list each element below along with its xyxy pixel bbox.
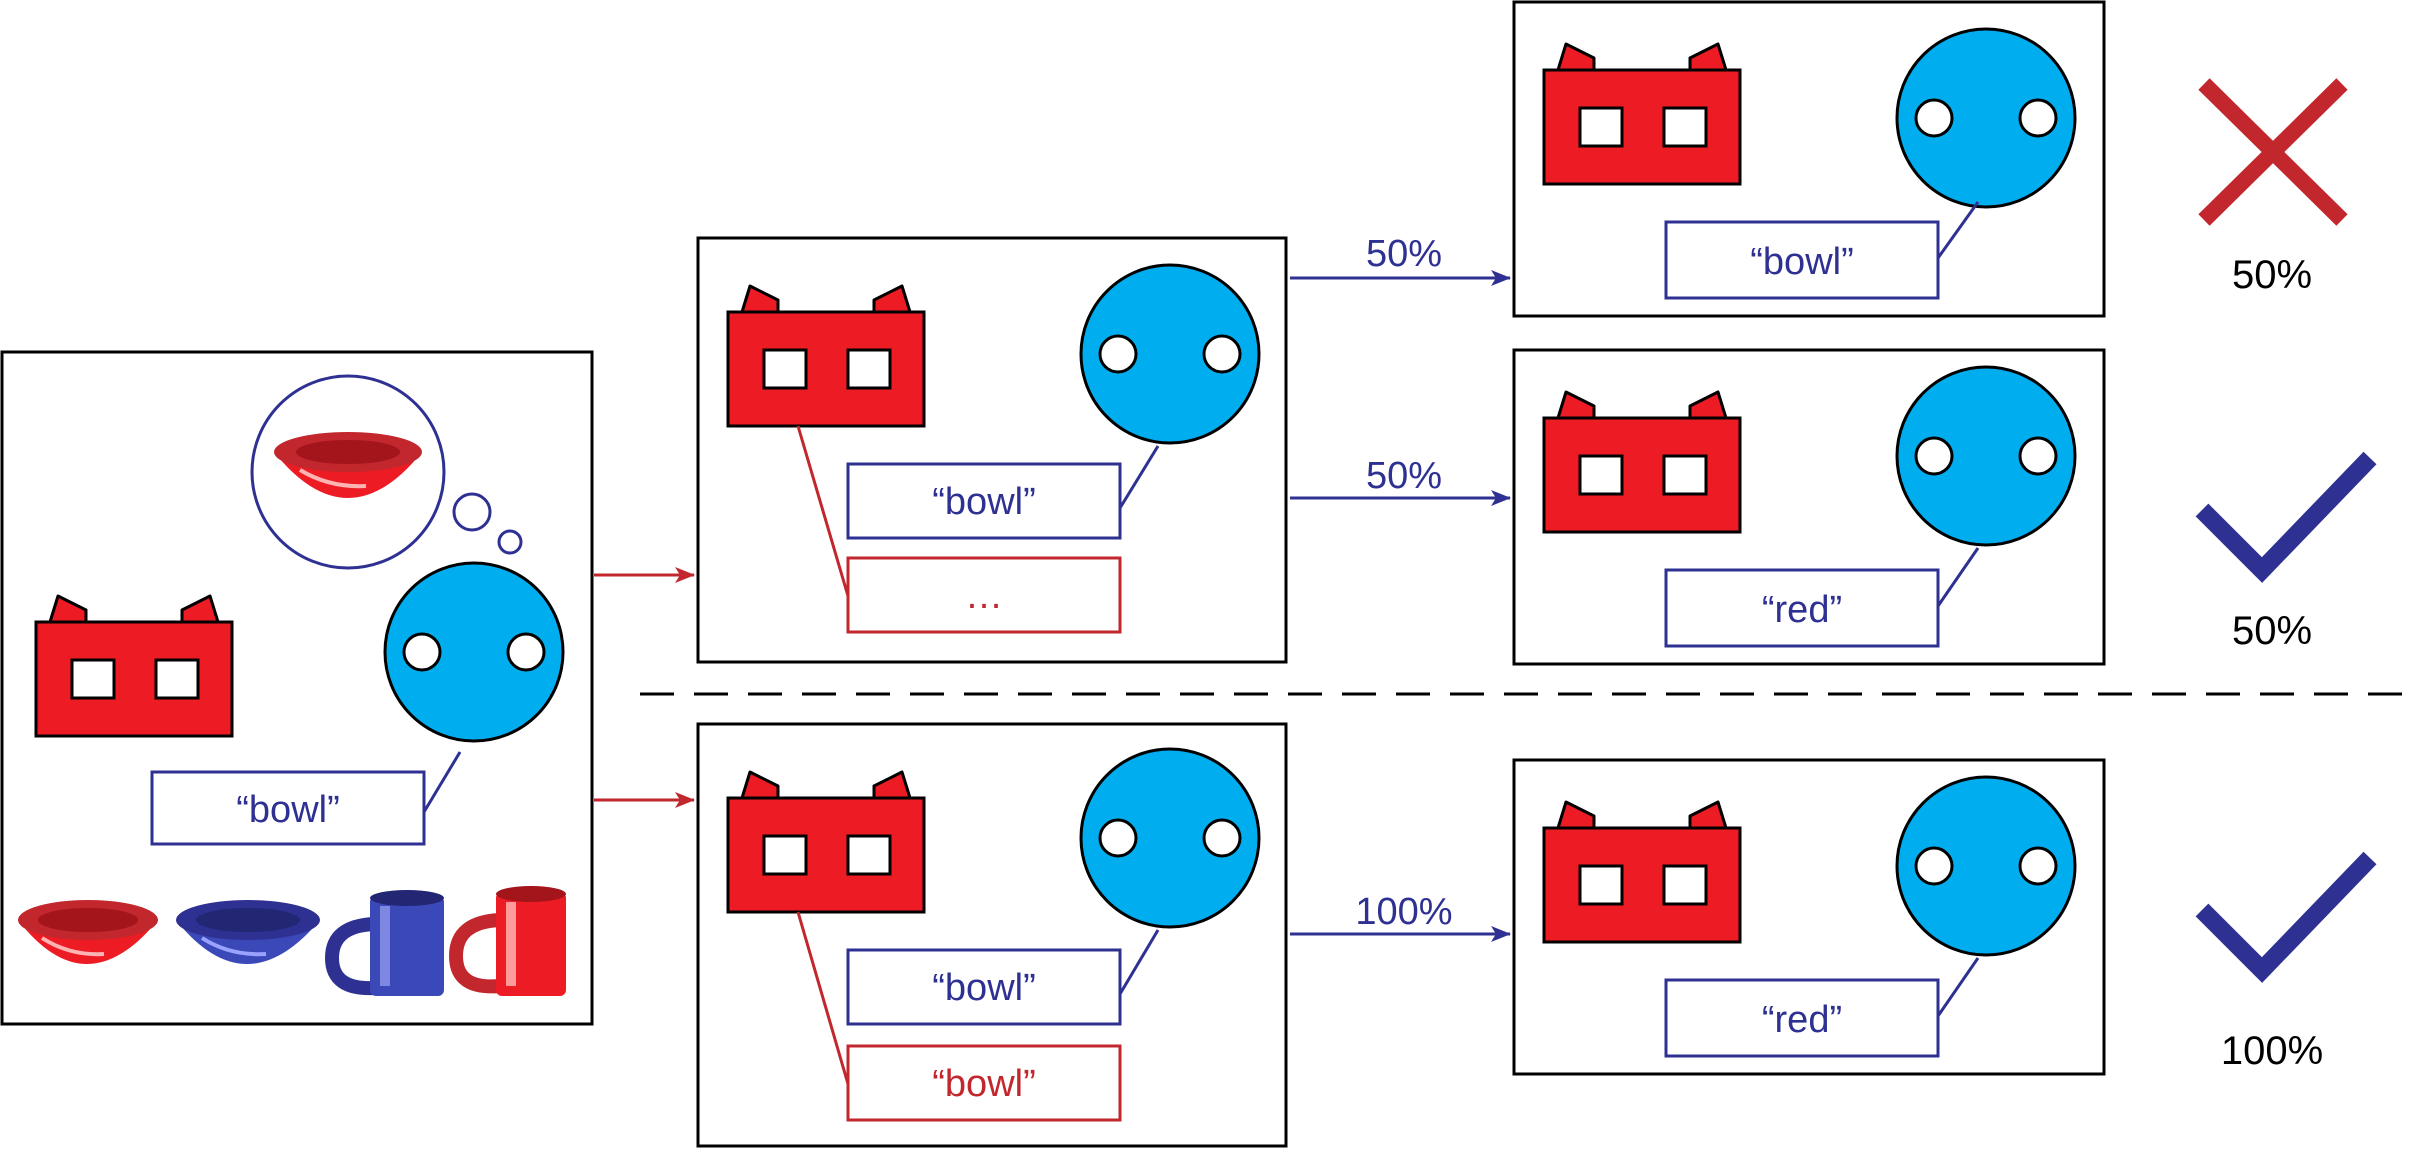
human-icon: [1079, 747, 1261, 929]
robot-speech-text: “bowl”: [932, 1063, 1035, 1105]
speech-tail: [1936, 201, 1980, 259]
speech-tail: [1118, 445, 1160, 509]
human-icon: [1895, 27, 2077, 209]
speech-text: “bowl”: [932, 967, 1035, 1009]
middle-panel-bottom: “bowl” “bowl”: [696, 722, 1288, 1148]
speech-text: “bowl”: [932, 481, 1035, 523]
checkmark-icon: [2195, 851, 2377, 983]
speech-text: “red”: [1762, 589, 1842, 631]
speech-box: [846, 462, 1122, 540]
robot-speech-tail: [796, 911, 850, 1085]
red-bowl-icon: [274, 432, 422, 498]
speech-box: [1664, 568, 1940, 648]
robot-speech-tail: [796, 425, 850, 597]
human-icon: [383, 561, 565, 743]
outcome-percent: 50%: [2232, 609, 2312, 653]
outcome-percent: 100%: [2221, 1029, 2323, 1073]
human-icon: [1895, 775, 2077, 957]
blue-mug-icon: [324, 890, 444, 996]
outcome-panel-1: “bowl”: [1512, 0, 2106, 318]
human-icon: [1895, 365, 2077, 547]
speech-text: “bowl”: [1750, 241, 1853, 283]
speech-tail: [422, 751, 462, 813]
speech-text: “bowl”: [236, 789, 339, 831]
speech-tail: [1936, 547, 1980, 607]
speech-box: [846, 948, 1122, 1026]
transition-3: 100%: [1290, 891, 1511, 942]
speech-box: [150, 770, 426, 846]
transition-label: 50%: [1366, 455, 1442, 497]
transition-1: 50%: [1290, 233, 1511, 286]
thought-bubble: [250, 374, 523, 570]
robot-speech-text: …: [965, 575, 1003, 617]
transition-label: 50%: [1366, 233, 1442, 275]
transition-label: 100%: [1355, 891, 1452, 933]
speech-box: [1664, 220, 1940, 300]
speech-text: “red”: [1762, 999, 1842, 1041]
robot-speech-box: [846, 556, 1122, 634]
scene-panel: “bowl”: [0, 350, 594, 1026]
middle-panel-top: “bowl” …: [696, 236, 1288, 664]
transition-2: 50%: [1290, 455, 1511, 506]
blue-bowl-icon: [176, 900, 320, 964]
speech-box: [1664, 978, 1940, 1058]
checkmark-icon: [2195, 451, 2377, 583]
speech-tail: [1118, 929, 1160, 995]
outcome-panel-3: “red”: [1512, 758, 2106, 1076]
speech-tail: [1936, 957, 1980, 1017]
red-bowl-icon: [18, 900, 158, 964]
cross-icon: [2198, 78, 2348, 226]
robot-speech-box: [846, 1044, 1122, 1122]
red-mug-icon: [448, 886, 566, 996]
outcome-panel-2: “red”: [1512, 348, 2106, 666]
outcome-percent: 50%: [2232, 253, 2312, 297]
human-icon: [1079, 263, 1261, 445]
